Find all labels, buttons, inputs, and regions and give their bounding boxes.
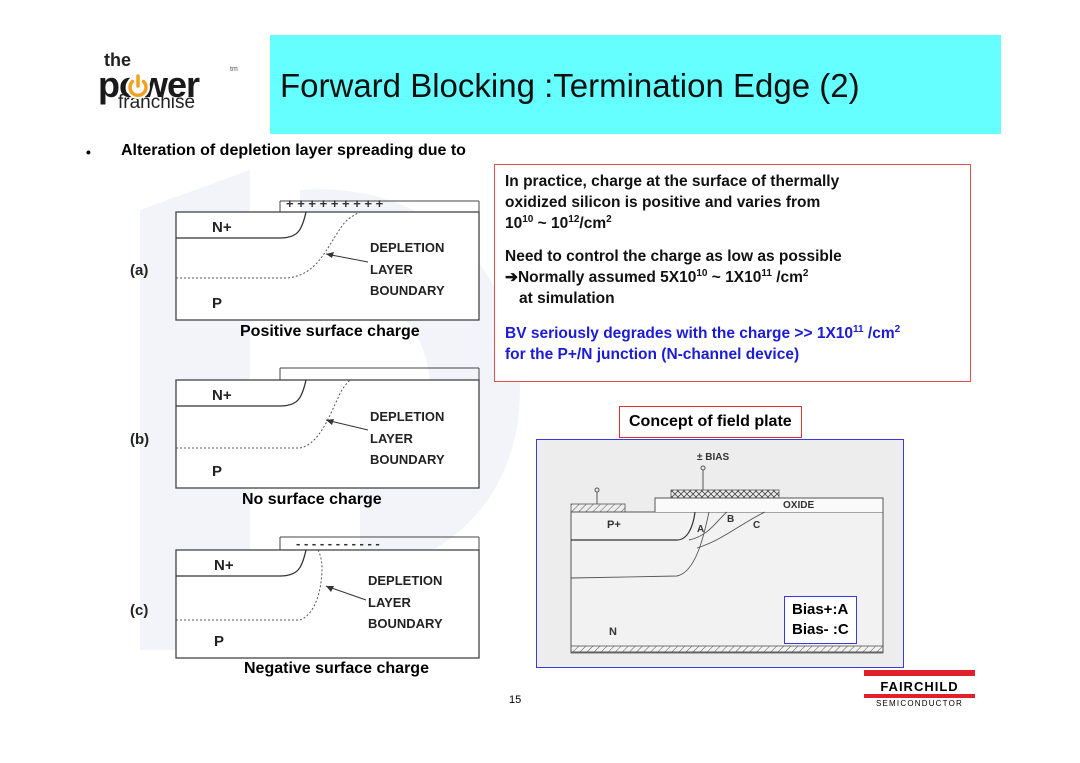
- info-line-7: BV seriously degrades with the charge >>…: [505, 324, 901, 343]
- diagram-b-boundary-line-2: LAYER: [370, 431, 413, 446]
- diagram-c-top-region: N+: [214, 557, 234, 574]
- diagram-a-top-region: N+: [212, 219, 232, 236]
- diagram-c-boundary-line-1: DEPLETION: [368, 573, 442, 588]
- diagram-b-tag: (b): [130, 431, 149, 448]
- fairchild-sub: SEMICONDUCTOR: [875, 699, 963, 708]
- slide-title: Forward Blocking :Termination Edge (2): [280, 67, 860, 104]
- diagram-c-surface: - - - - - - - - - - -: [296, 536, 380, 551]
- info-line-3: 1010 ~ 1012/cm2: [505, 214, 612, 233]
- diagram-a-bottom-region: P: [212, 295, 222, 312]
- field-plate-figure: ± BIAS OXIDE P+ A B C N Bias+:A Bias- :C: [536, 439, 904, 668]
- diagram-b-caption: No surface charge: [242, 491, 382, 508]
- contour-c-label: C: [753, 520, 760, 531]
- bias-plus-line: Bias+:A: [792, 601, 849, 618]
- diagram-no-charge: N+ P DEPLETION LAYER BOUNDARY (b) No sur…: [120, 358, 490, 518]
- diagram-c-tag: (c): [130, 602, 148, 619]
- info-line-2: oxidized silicon is positive and varies …: [505, 194, 821, 211]
- n-region-label: N: [609, 626, 617, 638]
- power-button-icon: [126, 74, 150, 99]
- surface-charge-info-box: In practice, charge at the surface of th…: [494, 164, 971, 382]
- diagram-c-bottom-region: P: [214, 633, 224, 650]
- power-franchise-logo: the power tm franchise: [98, 50, 248, 114]
- diagram-a-boundary-line-1: DEPLETION: [370, 240, 444, 255]
- diagram-b-boundary-line-1: DEPLETION: [370, 409, 444, 424]
- diagram-c-caption: Negative surface charge: [244, 660, 429, 677]
- diagram-a-surface: + + + + + + + + +: [286, 196, 384, 211]
- diagram-a-caption: Positive surface charge: [240, 323, 420, 340]
- diagram-b-top-region: N+: [212, 387, 232, 404]
- diagram-positive-charge: + + + + + + + + + N+ P DEPLETION LAYER B…: [120, 190, 490, 350]
- diagram-c-boundary-line-3: BOUNDARY: [368, 616, 443, 631]
- bias-minus-line: Bias- :C: [792, 621, 849, 638]
- info-line-4: Need to control the charge as low as pos…: [505, 248, 842, 265]
- info-line-1: In practice, charge at the surface of th…: [505, 173, 840, 190]
- logo-tm: tm: [230, 66, 238, 73]
- diagram-b-bottom-region: P: [212, 463, 222, 480]
- info-line-8: for the P+/N junction (N-channel device): [505, 346, 800, 363]
- title-bar: Forward Blocking :Termination Edge (2): [270, 35, 1001, 134]
- logo-the: the: [104, 50, 131, 70]
- diagram-c-figure: - - - - - - - - - - - N+ P DEPLETION LAY…: [130, 536, 480, 659]
- diagram-b-figure: N+ P DEPLETION LAYER BOUNDARY (b): [130, 367, 480, 489]
- info-line-6: at simulation: [519, 290, 615, 307]
- diagram-a-figure: + + + + + + + + + N+ P DEPLETION LAYER B…: [130, 196, 480, 321]
- bias-legend: Bias+:A Bias- :C: [784, 596, 857, 644]
- fairchild-name: FAIRCHILD: [880, 679, 959, 694]
- concept-label: Concept of field plate: [619, 406, 802, 438]
- bullet-marker: •: [86, 144, 91, 160]
- diagram-a-boundary-line-2: LAYER: [370, 262, 413, 277]
- fairchild-top-bar: [864, 670, 975, 676]
- bullet-text: Alteration of depletion layer spreading …: [121, 142, 466, 159]
- diagram-b-boundary-line-3: BOUNDARY: [370, 452, 445, 467]
- info-line-5: ➔Normally assumed 5X1010 ~ 1X1011 /cm2: [505, 268, 809, 287]
- diagram-a-boundary-line-3: BOUNDARY: [370, 283, 445, 298]
- diagram-negative-charge: - - - - - - - - - - - N+ P DEPLETION LAY…: [120, 528, 490, 688]
- fairchild-logo: FAIRCHILD SEMICONDUCTOR: [864, 670, 975, 708]
- fairchild-mid-bar: [864, 694, 975, 698]
- page-number: 15: [509, 694, 522, 706]
- diagram-c-boundary-line-2: LAYER: [368, 595, 411, 610]
- diagram-a-tag: (a): [130, 262, 148, 279]
- contour-b-label: B: [727, 514, 734, 525]
- bias-label: ± BIAS: [697, 452, 729, 463]
- oxide-label: OXIDE: [783, 500, 814, 511]
- p-plus-label: P+: [607, 519, 621, 531]
- contour-a-label: A: [697, 524, 704, 535]
